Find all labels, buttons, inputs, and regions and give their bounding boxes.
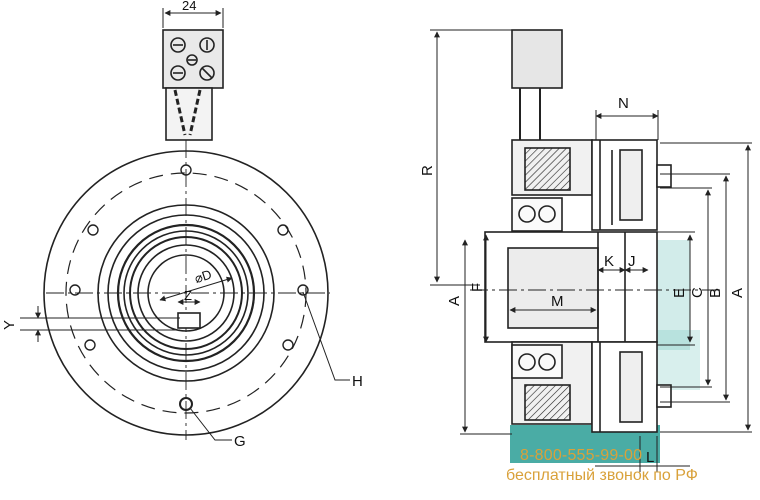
a-right-label: A [729, 288, 746, 298]
front-view [20, 8, 350, 441]
f-label: F [469, 283, 486, 292]
keyway-label: Z [184, 288, 192, 303]
k-label: K [604, 253, 614, 270]
h-label: H [352, 373, 363, 390]
upper-coil-hatch [524, 147, 571, 191]
width-dim-label: 24 [182, 0, 196, 13]
terminal-screws [170, 37, 215, 81]
r-label: R [419, 165, 436, 176]
b-label: B [707, 288, 724, 298]
side-view [430, 29, 752, 472]
m-label: M [551, 293, 564, 310]
y-label: Y [1, 320, 18, 330]
free-call-text: бесплатный звонок по РФ [506, 467, 698, 484]
e-label: E [671, 288, 688, 298]
c-label: C [689, 287, 706, 298]
j-label: J [628, 253, 636, 270]
lower-coil-hatch [524, 384, 571, 421]
n-label: N [618, 95, 629, 112]
keyway [177, 312, 201, 329]
bore-label: ⌀D [192, 267, 213, 287]
terminal-stem [165, 87, 213, 141]
a-left-label: A [446, 296, 463, 306]
terminal-box [162, 29, 224, 89]
g-label: G [234, 433, 246, 450]
phone-number: 8-800-555-99-00 [520, 447, 643, 464]
l-label: L [646, 449, 654, 466]
side-terminal-box [511, 29, 563, 89]
